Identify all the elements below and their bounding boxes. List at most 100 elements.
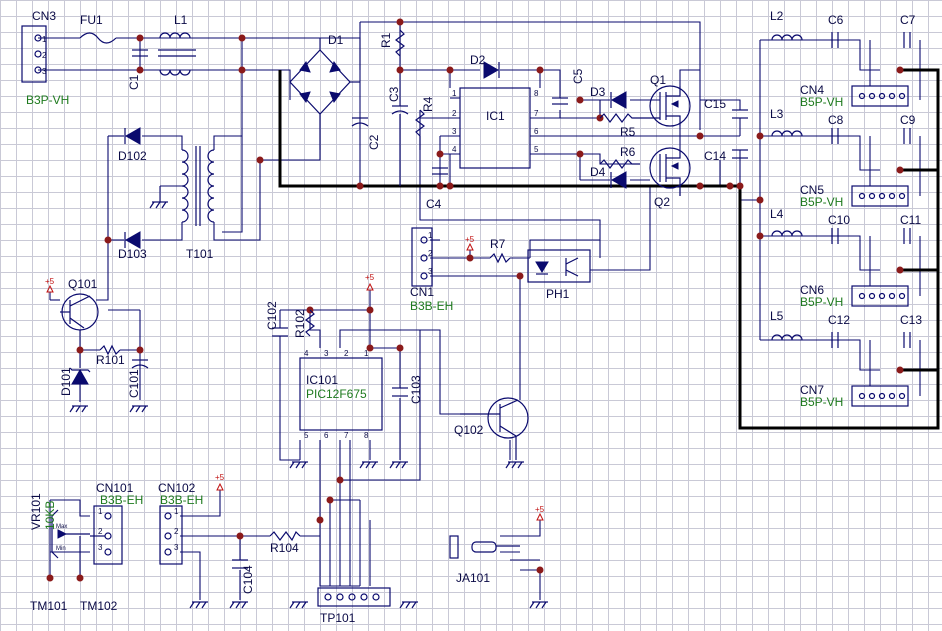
label-cn7-value: B5P-VH — [800, 395, 843, 409]
r7-symbol — [489, 252, 511, 264]
label-c9: C9 — [900, 113, 916, 127]
pin-cn101-1: 1 — [98, 507, 103, 516]
label-vr101-value: 10KB — [43, 501, 57, 530]
label-d2: D2 — [470, 53, 486, 67]
vr101-symbol — [51, 509, 90, 559]
label-ic101: IC101 — [306, 373, 338, 387]
label-c4: C4 — [426, 197, 442, 211]
pin-ic1-1: 1 — [452, 89, 457, 98]
label-cn102-value: B3B-EH — [160, 493, 203, 507]
c15-symbol — [732, 109, 748, 119]
label-c103: C103 — [409, 375, 423, 404]
label-ic101-value: PIC12F675 — [306, 387, 367, 401]
fu1-symbol — [79, 32, 117, 44]
c2-symbol — [351, 117, 369, 127]
label-cn6: CN6 — [800, 283, 824, 297]
junctions — [46, 18, 904, 582]
label-c8: C8 — [828, 113, 844, 127]
label-d101: D101 — [59, 367, 73, 396]
output-filters — [771, 32, 911, 348]
power-label-cn1: +5 — [465, 235, 475, 244]
c101-symbol — [131, 359, 149, 369]
ground-symbols — [69, 201, 548, 609]
power-label-q101: +5 — [45, 277, 55, 286]
label-cn3-value: B3P-VH — [26, 93, 69, 107]
label-l3: L3 — [770, 107, 784, 121]
label-l2: L2 — [770, 9, 784, 23]
label-q1: Q1 — [650, 73, 666, 87]
output-connectors — [851, 85, 909, 407]
d3-symbol — [610, 91, 627, 109]
label-cn101: CN101 — [96, 481, 134, 495]
r1-symbol — [395, 29, 405, 57]
label-ic1: IC1 — [486, 109, 505, 123]
pin-cn3-3: 3 — [42, 67, 47, 76]
label-cn4-value: B5P-VH — [800, 95, 843, 109]
label-l5: L5 — [770, 309, 784, 323]
label-cn101-value: B3B-EH — [100, 493, 143, 507]
label-cn1-value: B3B-EH — [410, 299, 453, 313]
r101-symbol — [99, 344, 121, 356]
pin-ic1-2: 2 — [452, 109, 457, 118]
label-r101: R101 — [96, 353, 125, 367]
label-r4: R4 — [421, 96, 435, 112]
r6-symbol — [599, 159, 640, 169]
label-ja101: JA101 — [456, 571, 490, 585]
label-c2: C2 — [367, 134, 381, 150]
pin-ic101-3: 3 — [324, 349, 329, 358]
label-d103: D103 — [118, 247, 147, 261]
label-d3: D3 — [590, 85, 606, 99]
label-r6: R6 — [620, 145, 636, 159]
power-label-ja101: +5 — [535, 505, 545, 514]
pin-ic101-5: 5 — [304, 431, 309, 440]
cn101-symbol — [90, 505, 123, 565]
label-vr101: VR101 — [29, 493, 43, 530]
pin-numbers: 1 2 3 1 2 3 4 5 6 7 8 1 2 3 1 2 3 4 5 6 … — [42, 35, 539, 552]
label-c12: C12 — [828, 313, 850, 327]
label-fu1: FU1 — [80, 13, 103, 27]
pin-ic101-4: 4 — [304, 349, 309, 358]
c14-symbol — [732, 149, 748, 159]
pin-cn102-1: 1 — [174, 507, 179, 516]
ph1-symbol — [527, 249, 591, 283]
cn3-symbol — [21, 25, 47, 83]
label-d102: D102 — [118, 149, 147, 163]
label-cn4: CN4 — [800, 83, 824, 97]
pin-cn1-3: 3 — [428, 267, 433, 276]
pin-cn1-2: 2 — [428, 249, 433, 258]
label-tp101: TP101 — [320, 611, 356, 625]
ic1-symbol — [459, 87, 531, 169]
label-c6: C6 — [828, 13, 844, 27]
label-r102: R102 — [293, 309, 307, 338]
pin-ic1-5: 5 — [534, 145, 539, 154]
pin-ic1-6: 6 — [534, 127, 539, 136]
pin-ic101-7: 7 — [344, 431, 349, 440]
label-cn1: CN1 — [410, 285, 434, 299]
label-l4: L4 — [770, 207, 784, 221]
wires — [38, 21, 921, 600]
r4-symbol — [415, 109, 425, 150]
label-q2: Q2 — [654, 195, 670, 209]
ic101-symbol — [299, 357, 383, 431]
pin-cn102-2: 2 — [174, 527, 179, 536]
power-symbols: +5 +5 +5 +5 +5 — [45, 235, 545, 521]
pin-ic101-1: 1 — [364, 349, 369, 358]
t101-symbol — [181, 146, 215, 226]
pin-ic1-4: 4 — [452, 145, 457, 154]
reference-labels: CN3 B3P-VH FU1 L1 C1 D1 R1 D2 C5 C3 R4 C… — [26, 9, 922, 625]
label-r1: R1 — [379, 32, 393, 48]
power-label-cn102: +5 — [215, 473, 225, 482]
label-c3: C3 — [387, 86, 401, 102]
q1-symbol — [649, 85, 691, 127]
q101-symbol — [60, 293, 99, 331]
ground-bus — [278, 68, 940, 430]
pin-cn3-2: 2 — [42, 51, 47, 60]
label-tm102: TM102 — [80, 599, 118, 613]
label-vr-min: Min — [56, 546, 66, 552]
label-c13: C13 — [900, 313, 922, 327]
c103-symbol — [392, 387, 408, 397]
label-cn3: CN3 — [32, 9, 56, 23]
label-tm101: TM101 — [30, 599, 68, 613]
pin-cn101-2: 2 — [98, 527, 103, 536]
